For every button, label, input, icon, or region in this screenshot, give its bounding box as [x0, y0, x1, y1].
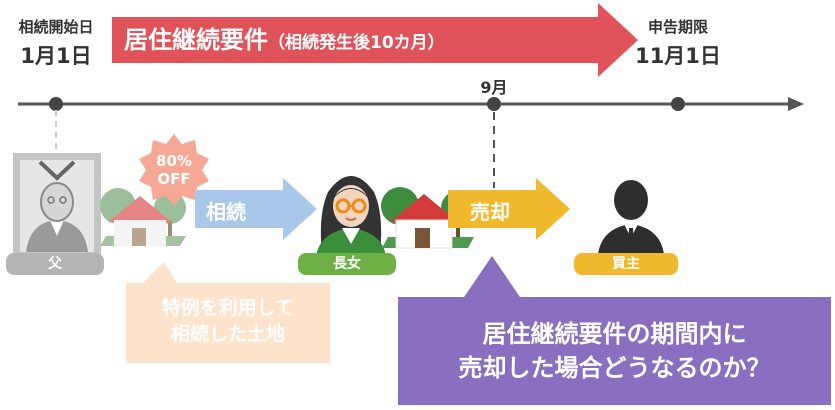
start-date: 1月1日: [20, 44, 92, 68]
sell-label: 売却: [470, 200, 510, 224]
daughter-tag: 長女: [298, 253, 396, 275]
question-line2: 売却した場合どうなるのか？: [458, 354, 771, 382]
daughter-icon: [316, 176, 386, 256]
father-portrait-icon: [13, 153, 101, 259]
deadline-label: 申告期限: [647, 18, 708, 36]
question-line1: 居住継続要件の期間内に: [482, 320, 747, 348]
land-note-box: 特例を利用して 相続した土地: [126, 283, 330, 363]
deadline-dot: [671, 97, 685, 111]
daughter-house-icon: [381, 187, 475, 249]
start-dashed-line: [55, 110, 57, 150]
sale-dot: [487, 97, 501, 111]
question-callout-pointer: [462, 256, 522, 300]
buyer-icon: [598, 180, 664, 254]
timeline-axis: [18, 97, 804, 111]
deadline-date: 11月1日: [635, 44, 721, 68]
start-label: 相続開始日: [18, 18, 94, 36]
father-house-icon: [100, 188, 186, 246]
requirement-arrow-text: 居住継続要件（相続発生後10カ月）: [124, 26, 445, 57]
question-callout-box: 居住継続要件の期間内に 売却した場合どうなるのか？: [398, 297, 831, 405]
start-dot: [49, 97, 63, 111]
discount-off: OFF: [157, 170, 191, 188]
sale-dashed-line: [493, 112, 495, 188]
buyer-tag: 買主: [574, 253, 678, 275]
sell-arrow: [448, 178, 570, 240]
land-note-line2: 相続した土地: [170, 323, 285, 345]
inherit-label: 相続: [206, 200, 246, 224]
land-note-pointer: [142, 262, 178, 284]
discount-badge-icon: [139, 134, 209, 206]
requirement-title: 居住継続要件: [124, 26, 268, 54]
inherit-arrow: [195, 178, 317, 240]
requirement-subtitle: （相続発生後10カ月）: [268, 33, 445, 53]
land-note-line1: 特例を利用して: [161, 297, 295, 319]
discount-percent: 80%: [156, 152, 192, 170]
sale-month-label: 9月: [480, 78, 508, 97]
requirement-period-arrow: [112, 3, 638, 77]
father-tag: 父: [6, 253, 104, 275]
